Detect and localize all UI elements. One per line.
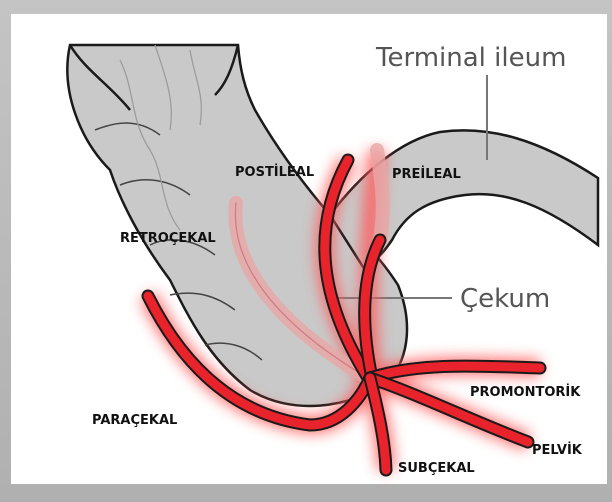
label-promontorik: PROMONTORİK [470,384,581,400]
label-preileal: PREİLEAL [392,166,461,182]
label-paracekal: PARAÇEKAL [92,413,177,428]
appendix-preileal-faded [377,150,383,240]
label-subcekal: SUBÇEKAL [398,461,475,476]
label-retrocekal: RETROÇEKAL [120,231,216,246]
label-pelvik: PELVİK [532,442,583,458]
label-terminal-ileum: Terminal ileum [375,43,566,73]
label-cekum: Çekum [460,284,550,314]
label-postileal: POSTİLEAL [235,164,314,180]
